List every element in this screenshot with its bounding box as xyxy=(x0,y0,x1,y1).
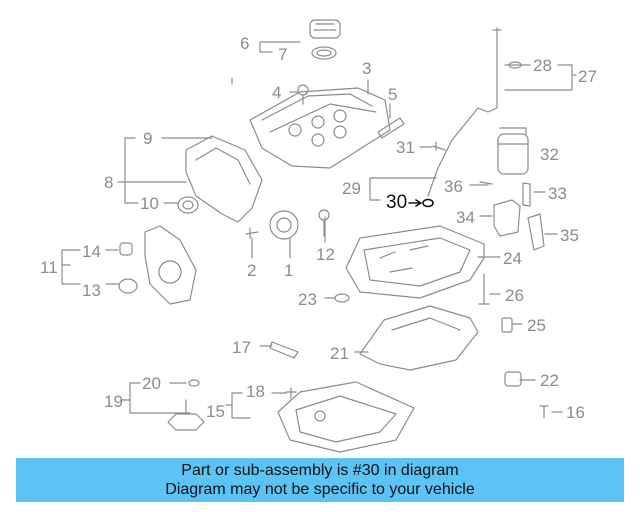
highlight-part-30 xyxy=(408,198,434,208)
callout-11: 11 xyxy=(40,258,58,277)
callout-32: 32 xyxy=(540,145,559,164)
callout-13: 13 xyxy=(82,281,101,300)
callout-36: 36 xyxy=(444,177,463,196)
callout-19: 19 xyxy=(104,392,123,411)
callout-16: 16 xyxy=(566,403,585,422)
callout-5: 5 xyxy=(388,85,398,104)
callout-31: 31 xyxy=(396,138,415,157)
callout-1: 1 xyxy=(284,261,294,280)
callout-15: 15 xyxy=(206,402,225,421)
callout-33: 33 xyxy=(548,184,567,203)
callout-18: 18 xyxy=(246,382,265,401)
callout-6: 6 xyxy=(240,34,250,53)
callout-8: 8 xyxy=(104,173,114,192)
callout-34: 34 xyxy=(456,208,475,227)
callout-22: 22 xyxy=(540,371,559,390)
callout-21: 21 xyxy=(330,344,349,363)
callout-10: 10 xyxy=(140,194,159,213)
callout-25: 25 xyxy=(527,316,546,335)
callout-9: 9 xyxy=(143,129,153,148)
callout-27: 27 xyxy=(578,67,597,86)
callout-12: 12 xyxy=(316,245,335,264)
callout-4: 4 xyxy=(272,83,282,102)
callout-14: 14 xyxy=(82,242,101,261)
banner-line-1: Part or sub-assembly is #30 in diagram xyxy=(181,462,459,479)
callout-20: 20 xyxy=(142,374,161,393)
banner-line-2: Diagram may not be specific to your vehi… xyxy=(165,481,475,498)
callout-35: 35 xyxy=(560,226,579,245)
callout-7: 7 xyxy=(278,45,288,64)
callout-26: 26 xyxy=(505,286,524,305)
callout-30: 30 xyxy=(386,192,408,213)
leader-lines xyxy=(61,41,577,419)
callout-3: 3 xyxy=(362,59,372,78)
callout-23: 23 xyxy=(298,290,317,309)
callout-2: 2 xyxy=(247,261,257,280)
callout-28: 28 xyxy=(533,56,552,75)
part-shapes xyxy=(118,19,549,453)
info-banner: Part or sub-assembly is #30 in diagram D… xyxy=(16,458,624,502)
callout-17: 17 xyxy=(232,338,251,357)
callout-24: 24 xyxy=(503,249,522,268)
parts-diagram xyxy=(61,19,577,453)
callout-29: 29 xyxy=(342,179,361,198)
